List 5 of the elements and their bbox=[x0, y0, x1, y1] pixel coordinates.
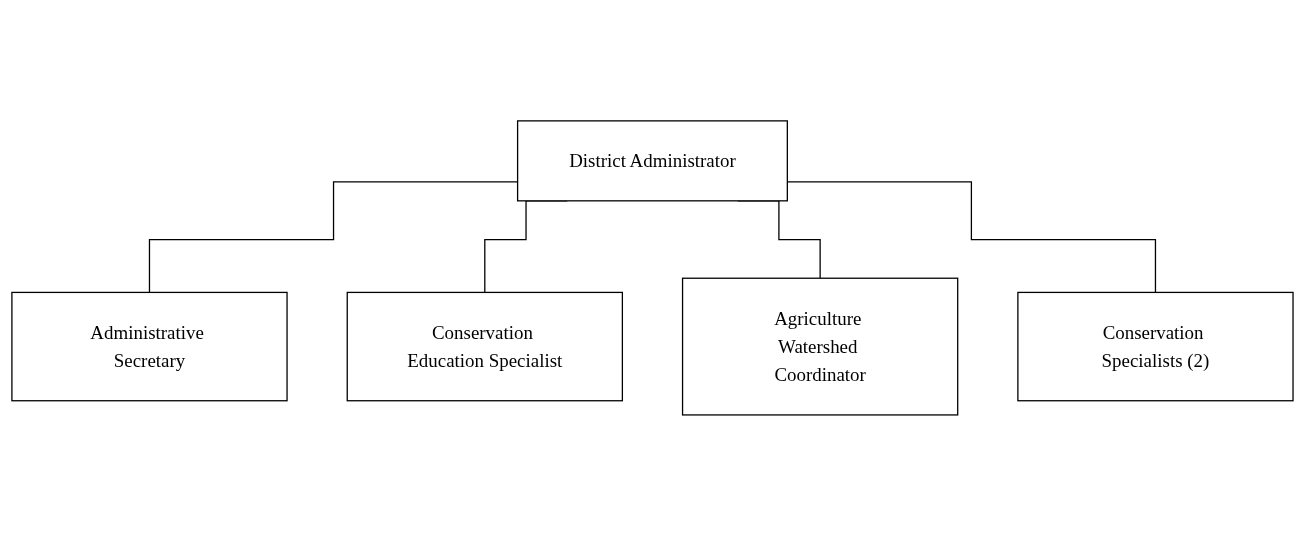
node-box: Conservation Education Specialist bbox=[346, 291, 624, 401]
node-box: Conservation Specialists (2) bbox=[1017, 291, 1294, 401]
node-box: Administrative Secretary bbox=[11, 291, 288, 401]
node-box: District Administrator bbox=[517, 119, 788, 202]
node-box: Agriculture Watershed Coordinator bbox=[681, 277, 959, 416]
